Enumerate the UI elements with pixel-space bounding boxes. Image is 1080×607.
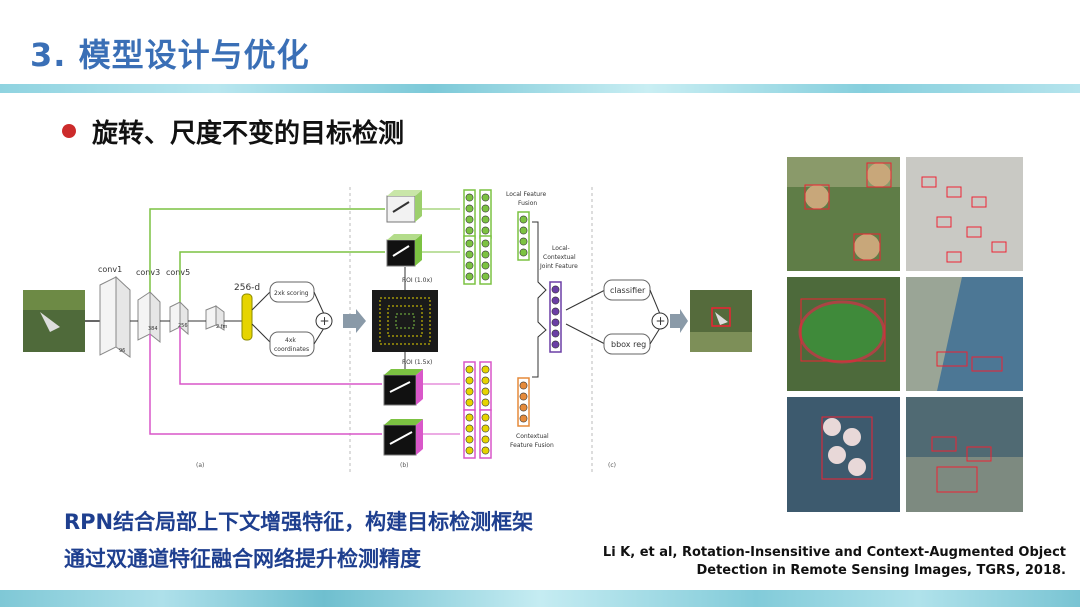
flow-arrow — [565, 323, 606, 345]
flow-arrow — [565, 289, 606, 311]
reference-line-1: Li K, et al, Rotation-Insensitive and Co… — [602, 545, 1066, 560]
joint-label-3: Joint Feature — [539, 263, 578, 270]
roi-small-label: ROI (1.0x) — [402, 277, 432, 284]
flow-arrow — [313, 327, 325, 345]
roi-feature-map — [372, 290, 438, 352]
bbox-label: bbox reg — [611, 340, 646, 349]
feature-vector-label: 256-d — [234, 283, 260, 293]
mid-feature-block — [205, 305, 225, 331]
summary-line-2: 通过双通道特征融合网络提升检测精度 — [64, 547, 421, 571]
coords-label-1: 4xk — [285, 337, 296, 344]
panel-c-tag: (c) — [608, 462, 616, 469]
local-feature-column — [479, 235, 492, 285]
context-fusion-label-1: Contextual — [516, 433, 549, 440]
panel-a-tag: (a) — [196, 462, 204, 469]
bracket — [532, 221, 547, 312]
conv3-block — [137, 290, 161, 344]
summary-line-1: RPN结合局部上下文增强特征，构建目标检测框架 — [64, 510, 534, 534]
roi-cube-small-green — [386, 234, 422, 267]
joint-label-1: Local- — [552, 245, 570, 252]
conv5-label: conv5 — [166, 268, 190, 277]
joint-feature-column — [549, 281, 562, 353]
header-band — [0, 0, 1080, 84]
coords-label-2: coordinates — [274, 346, 309, 353]
conv3-label: conv3 — [136, 268, 160, 277]
conv1-dim: 96 — [119, 348, 125, 354]
context-fused-column — [517, 377, 530, 427]
result-photo-tanks — [787, 397, 900, 512]
local-fusion-label-1: Local Feature — [506, 191, 546, 198]
conv1-label: conv1 — [98, 265, 122, 274]
result-photo-baseball — [787, 157, 900, 271]
flow-arrow — [649, 327, 661, 345]
context-fusion-label-2: Feature Fusion — [510, 442, 554, 449]
conv5-dim: 256 — [178, 323, 188, 329]
roi-cube-top-white — [386, 190, 422, 223]
sum-node-icon — [315, 312, 333, 330]
architecture-diagram: conv1 conv3 conv5 96 384 256 2 fm 256-d … — [23, 187, 752, 472]
local-feature-column — [463, 235, 476, 285]
bullet-heading: 旋转、尺度不变的目标检测 — [92, 119, 405, 149]
plus-icon: + — [320, 314, 330, 328]
bracket — [532, 312, 547, 378]
sum-node-icon — [651, 312, 669, 330]
magenta-skip-connection — [179, 327, 382, 385]
roi-cube-bottom-magenta — [383, 419, 423, 456]
reference-line-2: Detection in Remote Sensing Images, TGRS… — [696, 563, 1066, 578]
context-feature-column — [479, 409, 492, 459]
bottom-decorative-stripe — [0, 590, 1080, 607]
big-flow-arrow — [670, 309, 688, 333]
roi-cube-large-magenta — [383, 369, 423, 406]
flow-arrow — [251, 323, 271, 343]
context-feature-column — [479, 361, 492, 411]
local-feature-column — [479, 189, 492, 239]
slide-title: 3. 模型设计与优化 — [30, 36, 310, 74]
green-skip-connection — [149, 208, 385, 292]
local-feature-column — [463, 189, 476, 239]
detection-results-grid — [787, 157, 1023, 512]
local-fusion-label-2: Fusion — [518, 200, 537, 207]
feature-columns — [463, 189, 562, 459]
panel-b-tag: (b) — [400, 462, 409, 469]
context-feature-column — [463, 409, 476, 459]
local-fused-column — [517, 211, 530, 261]
result-photo-harbor — [906, 277, 1023, 391]
joint-label-2: Contextual — [543, 254, 576, 261]
green-skip-connection — [179, 251, 385, 302]
result-photo-track — [787, 277, 900, 391]
classifier-label: classifier — [610, 286, 646, 295]
magenta-skip-connection — [149, 334, 382, 435]
bullet-dot-icon — [62, 124, 76, 138]
input-image — [23, 290, 85, 352]
flow-arrow — [251, 291, 271, 311]
feature-vector-bar — [241, 293, 253, 341]
result-photo-port — [906, 397, 1023, 512]
conv1-block — [99, 275, 131, 358]
flow-arrow — [313, 291, 325, 315]
scoring-label: 2xk scoring — [274, 290, 309, 297]
result-photo-aircraft — [906, 157, 1023, 271]
output-image — [690, 290, 752, 352]
plus-icon: + — [656, 314, 666, 328]
mid-dim: 2 fm — [216, 324, 228, 330]
roi-large-label: ROI (1.5x) — [402, 359, 432, 366]
conv5-block — [169, 300, 189, 336]
big-flow-arrow — [343, 309, 366, 333]
top-decorative-stripe — [0, 84, 1080, 93]
context-feature-column — [463, 361, 476, 411]
conv3-dim: 384 — [148, 326, 158, 332]
flow-arrow — [649, 289, 661, 315]
